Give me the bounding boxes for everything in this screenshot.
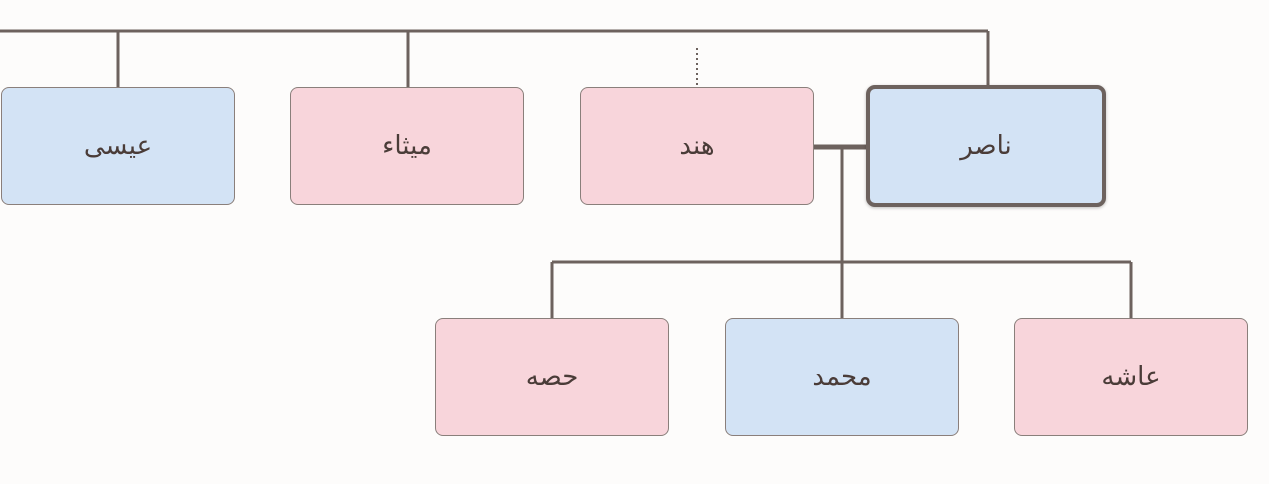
person-name: ميثاء — [382, 131, 432, 161]
person-card-hind[interactable]: هند — [580, 87, 814, 205]
person-card-maitha[interactable]: ميثاء — [290, 87, 524, 205]
person-card-aasha[interactable]: عاشه — [1014, 318, 1248, 436]
person-name: هند — [679, 131, 715, 161]
person-card-hessa[interactable]: حصه — [435, 318, 669, 436]
person-card-mohammed[interactable]: محمد — [725, 318, 959, 436]
person-name: عيسى — [83, 131, 153, 161]
person-name: حصه — [525, 362, 579, 392]
person-name: عاشه — [1101, 362, 1161, 392]
person-card-isa[interactable]: عيسى — [1, 87, 235, 205]
person-name: محمد — [812, 362, 872, 392]
person-name: ناصر — [960, 131, 1012, 161]
person-card-nasser-selected[interactable]: ناصر — [866, 85, 1106, 207]
